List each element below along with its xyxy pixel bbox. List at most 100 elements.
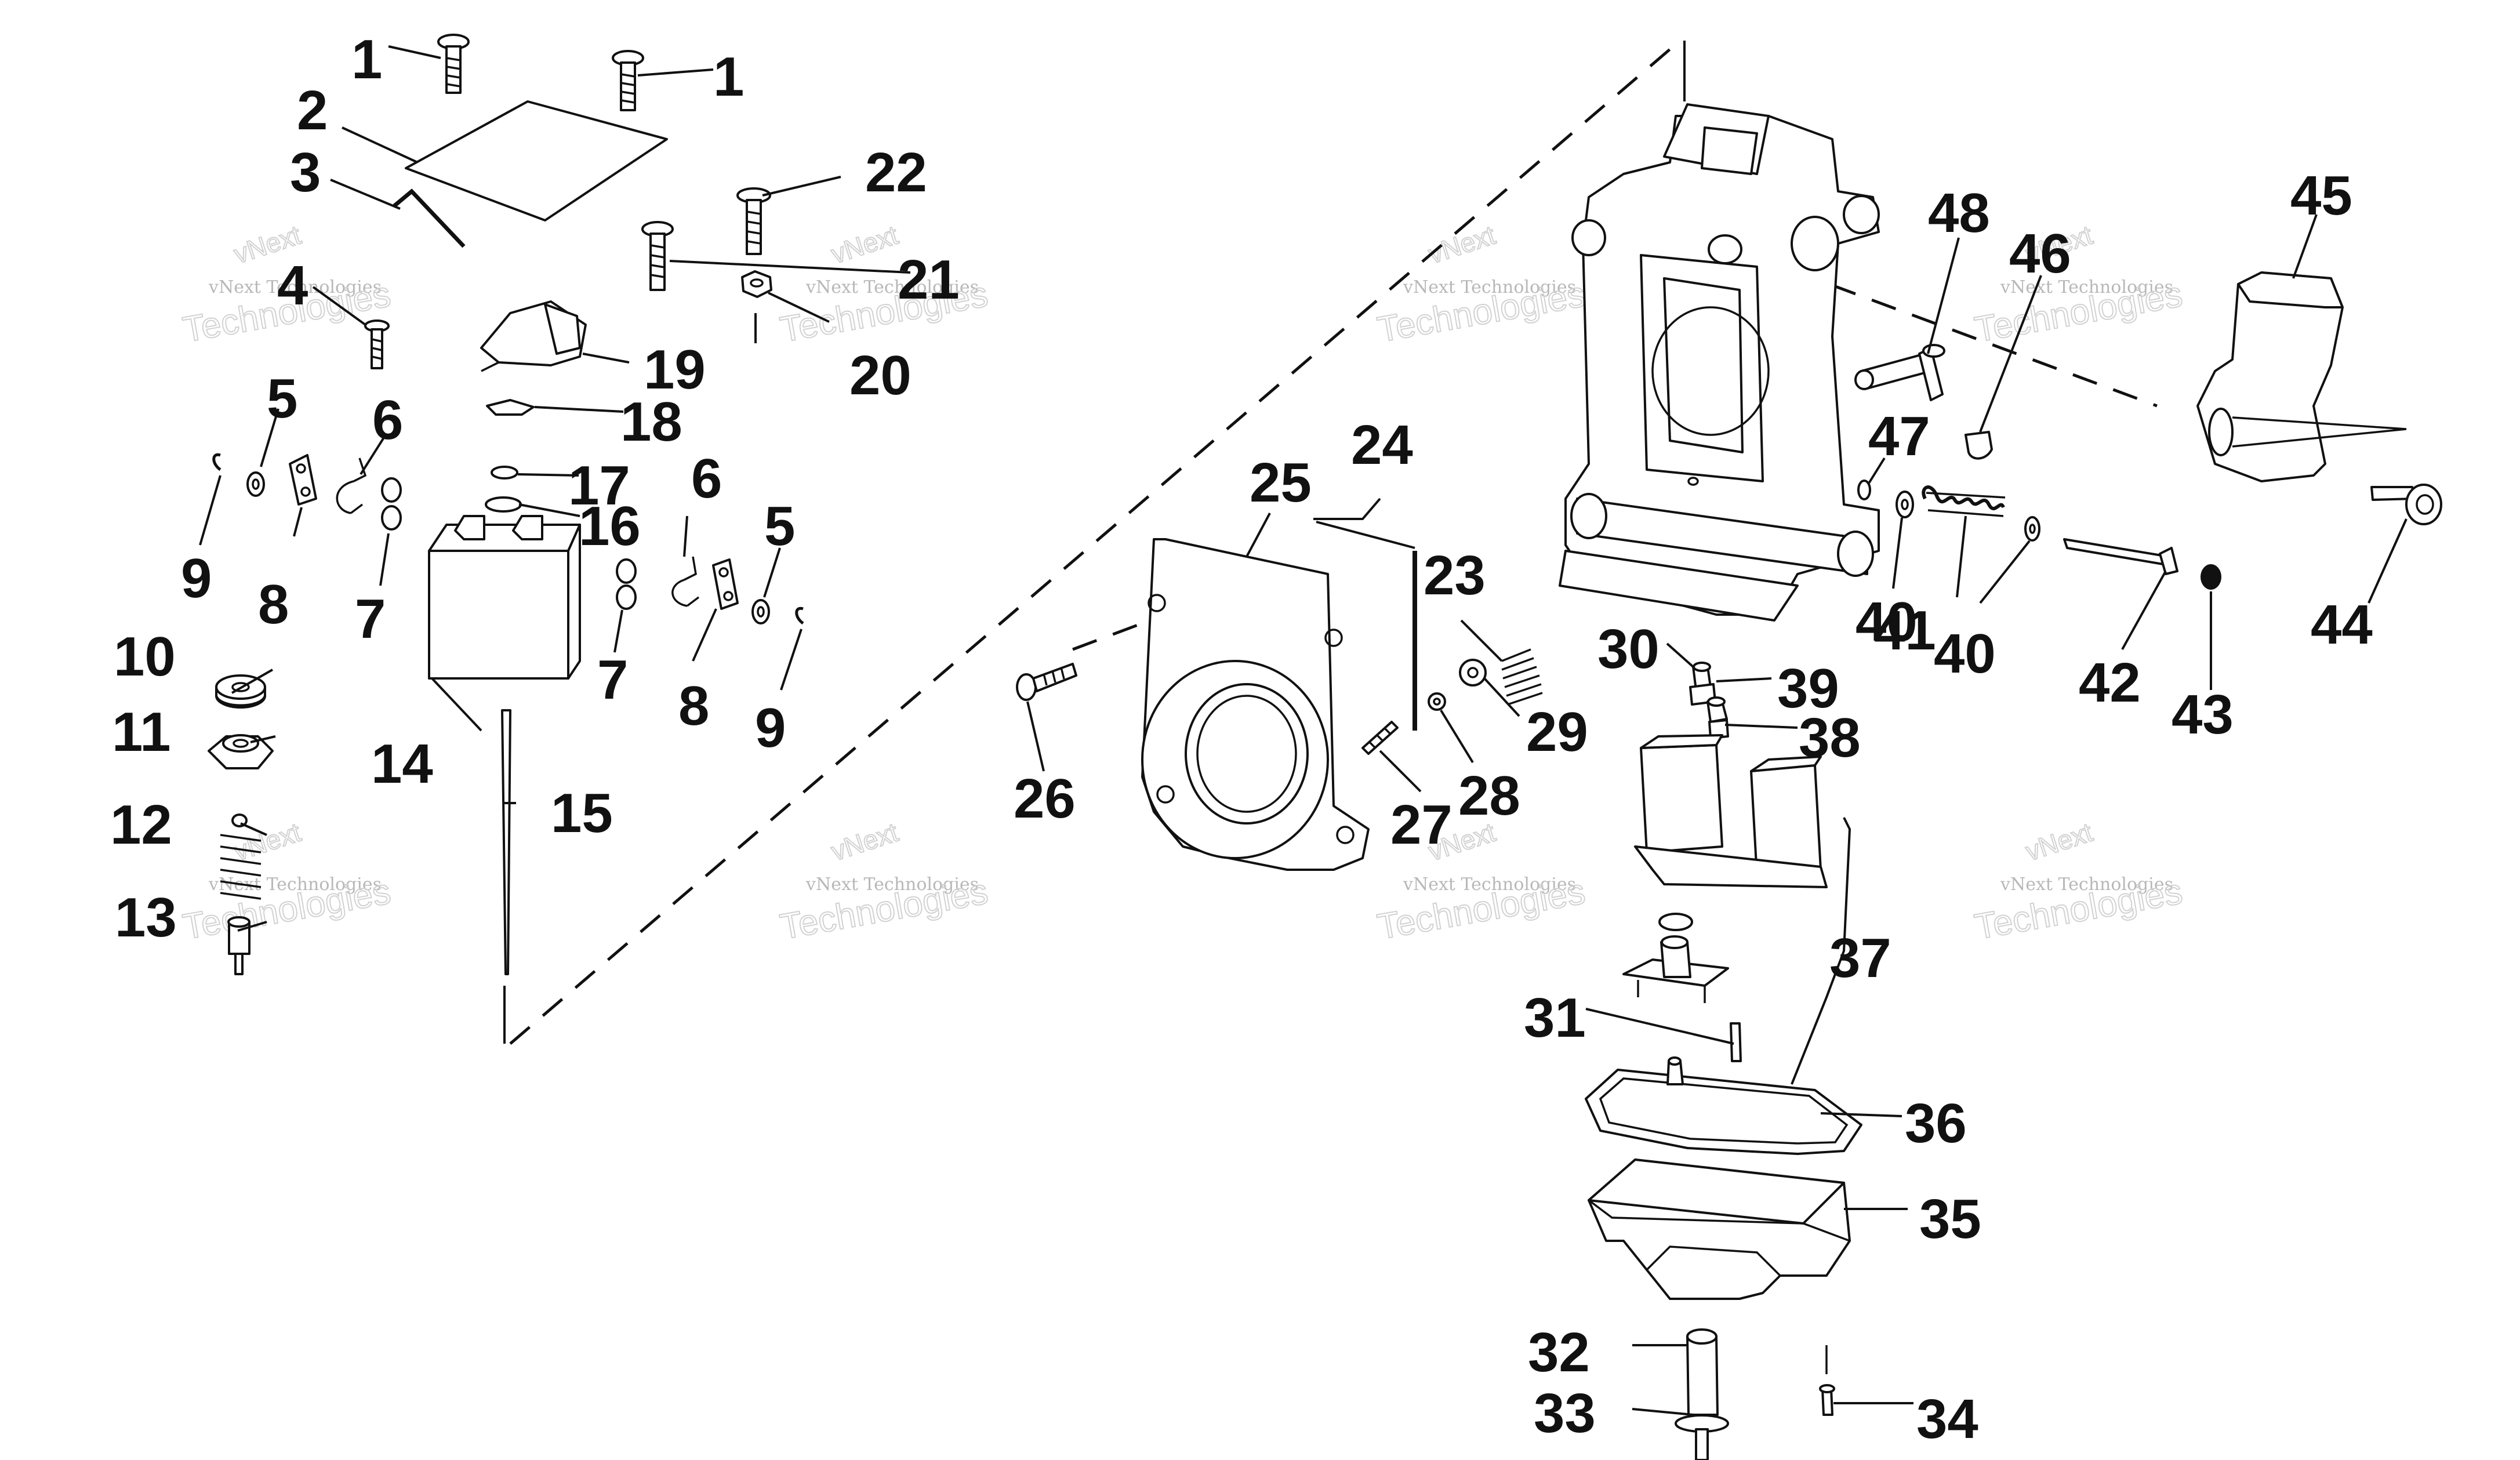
part-7-bushings-left — [381, 477, 402, 531]
callout-34: 34 — [1916, 1388, 1978, 1450]
callout-45: 45 — [2290, 165, 2352, 227]
part-13-plunger — [227, 916, 250, 975]
part-8-link-left — [289, 454, 317, 506]
part-44-screw — [2370, 484, 2442, 525]
part-40-washer-right — [2024, 516, 2040, 542]
part-1-screw-left — [437, 34, 470, 94]
watermark-line1: vNext Technologies — [805, 277, 979, 297]
callout-12: 12 — [110, 794, 172, 856]
callout-8a: 8 — [258, 573, 289, 635]
part-6-spring-clip-left — [336, 457, 367, 514]
part-18-clip — [486, 399, 535, 416]
callout-9a: 9 — [181, 547, 212, 609]
callout-20: 20 — [849, 344, 912, 406]
part-23-spring — [1501, 648, 1543, 706]
callout-25: 25 — [1250, 452, 1312, 514]
callout-47: 47 — [1868, 405, 1930, 467]
part-33-drain — [1675, 1414, 1729, 1460]
part-26-screw — [1016, 663, 1077, 701]
part-15-needle — [501, 709, 511, 975]
part-9-circlip-left — [212, 453, 222, 471]
part-11-hex-nut — [208, 734, 274, 769]
callout-1a: 1 — [351, 28, 382, 90]
watermark-line1: vNext Technologies — [2000, 277, 2173, 297]
watermark-brand: vNext — [827, 220, 902, 270]
callout-38: 38 — [1799, 707, 1861, 769]
part-12-spring — [220, 813, 262, 900]
part-46-plug — [1965, 431, 1993, 460]
callout-8b: 8 — [678, 675, 709, 737]
part-20-nut — [741, 270, 772, 343]
part-47-ring — [1857, 480, 1871, 500]
callout-36: 36 — [1905, 1092, 1967, 1154]
callout-29: 29 — [1526, 701, 1588, 763]
watermark-line1: vNext Technologies — [805, 874, 979, 895]
part-42-pin — [2063, 538, 2178, 575]
callout-46: 46 — [2009, 223, 2071, 285]
part-19-bracket — [480, 300, 587, 372]
callout-7a: 7 — [355, 588, 386, 650]
part-5-washer-left — [246, 471, 265, 497]
callout-5b: 5 — [764, 495, 795, 557]
part-2-cover-plate — [405, 100, 668, 221]
part-16-washer — [485, 496, 522, 513]
callout-39: 39 — [1777, 658, 1839, 720]
callout-30: 30 — [1597, 618, 1660, 680]
part-8-link-right — [712, 558, 739, 610]
callout-14: 14 — [371, 733, 433, 795]
callout-15: 15 — [551, 782, 613, 844]
part-3-gasket-wire — [393, 188, 466, 248]
part-35-float-bowl — [1588, 1158, 1851, 1300]
callout-6b: 6 — [691, 448, 722, 510]
callout-5a: 5 — [267, 368, 297, 430]
part-28-ring — [1428, 692, 1446, 711]
callout-28: 28 — [1458, 765, 1520, 827]
part-1-screw-right — [612, 50, 644, 111]
callout-16: 16 — [579, 495, 641, 557]
callout-4: 4 — [277, 255, 308, 317]
callout-42: 42 — [2079, 652, 2141, 714]
part-22-screw — [736, 187, 771, 255]
callout-24: 24 — [1351, 414, 1413, 476]
callout-17: 17 — [568, 455, 630, 517]
watermark-line1: vNext Technologies — [1403, 277, 1576, 297]
callout-41: 41 — [1874, 600, 1936, 662]
part-6-spring-clip-right — [671, 556, 700, 607]
callout-27: 27 — [1390, 794, 1453, 856]
part-29-washer — [1459, 659, 1487, 687]
callout-43: 43 — [2172, 684, 2234, 746]
part-40-washer-left — [1896, 491, 1914, 518]
part-17-ring — [491, 466, 518, 480]
part-27-pin — [1361, 721, 1399, 755]
callout-6a: 6 — [372, 389, 403, 451]
callout-21: 21 — [898, 249, 960, 311]
callout-26: 26 — [1014, 768, 1076, 830]
watermark-line1: vNext Technologies — [2000, 874, 2173, 895]
part-45-lever — [2196, 271, 2407, 482]
watermark-brand: vNext — [2022, 817, 2096, 867]
callout-22: 22 — [865, 141, 927, 204]
part-21-screw — [641, 221, 674, 291]
callout-48: 48 — [1928, 182, 1990, 244]
callout-labels: 1 1 2 3 4 5 5 6 6 7 7 8 8 9 9 10 11 12 1… — [110, 28, 2373, 1450]
callout-33: 33 — [1534, 1382, 1596, 1444]
callout-10: 10 — [114, 626, 176, 688]
callout-40a: 40 — [1855, 591, 1918, 653]
part-7-bushings-right — [616, 558, 637, 610]
leader-lines — [199, 45, 2408, 1416]
part-43-ball — [2201, 564, 2221, 590]
part-5-washer-right — [751, 599, 770, 624]
callout-2: 2 — [297, 79, 328, 141]
part-34-screw — [1819, 1345, 1835, 1416]
part-36-gasket — [1585, 1056, 1862, 1155]
callout-13: 13 — [115, 887, 177, 949]
part-carburetor-body — [1559, 103, 1880, 622]
part-31-float-pin — [1730, 1022, 1742, 1062]
part-32-tube — [1686, 1328, 1719, 1416]
